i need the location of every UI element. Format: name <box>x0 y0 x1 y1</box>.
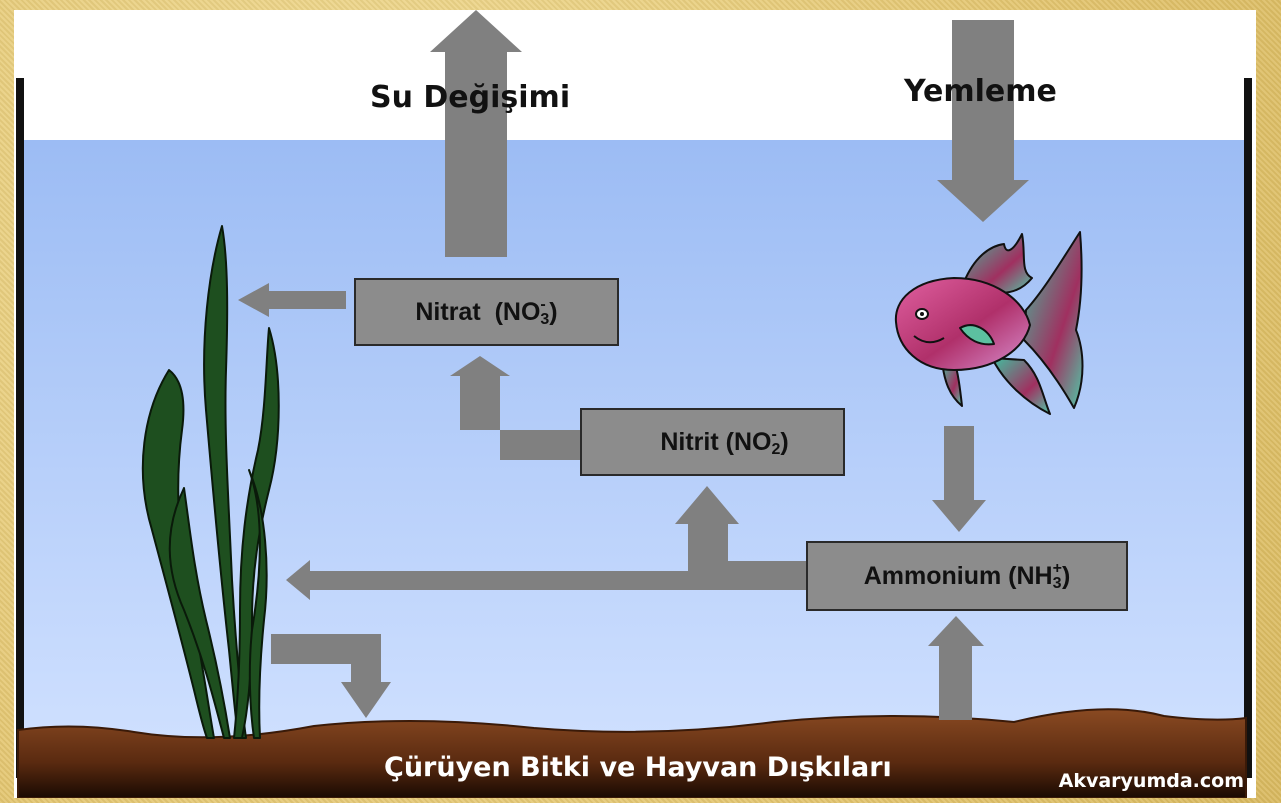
tank-wall-right <box>1244 78 1252 778</box>
substrate-label: Çürüyen Bitki ve Hayvan Dışkıları <box>384 752 892 783</box>
nitrite-charge: - <box>771 427 780 442</box>
water-change-label: Su Değişimi <box>370 80 570 115</box>
nitrate-name: Nitrat <box>415 298 480 327</box>
nitrite-formula: NO <box>734 428 772 457</box>
nitrite-box: Nitrit (NO-2) <box>580 408 845 476</box>
nitrate-charge: - <box>540 297 549 312</box>
ammonium-formula: NH <box>1017 562 1053 591</box>
nitrite-subscript: 2 <box>771 442 780 457</box>
arrow-feeding <box>937 20 1029 222</box>
ammonium-subscript: 3 <box>1053 576 1062 591</box>
ammonium-charge: + <box>1053 561 1062 576</box>
diagram-graphics <box>14 10 1256 798</box>
feeding-label: Yemleme <box>904 74 1057 109</box>
credit-watermark: Akvaryumda.com <box>1059 770 1244 792</box>
ammonium-box: Ammonium (NH+3) <box>806 541 1128 611</box>
aquarium-scene: Nitrat (NO-3) Nitrit (NO-2) Ammonium (NH… <box>14 10 1256 798</box>
nitrate-subscript: 3 <box>540 312 549 327</box>
nitrite-name: Nitrit <box>660 428 718 457</box>
nitrate-formula: NO <box>503 298 541 327</box>
ammonium-name: Ammonium <box>864 562 1002 591</box>
tank-wall-left <box>16 78 24 778</box>
nitrate-box: Nitrat (NO-3) <box>354 278 619 346</box>
